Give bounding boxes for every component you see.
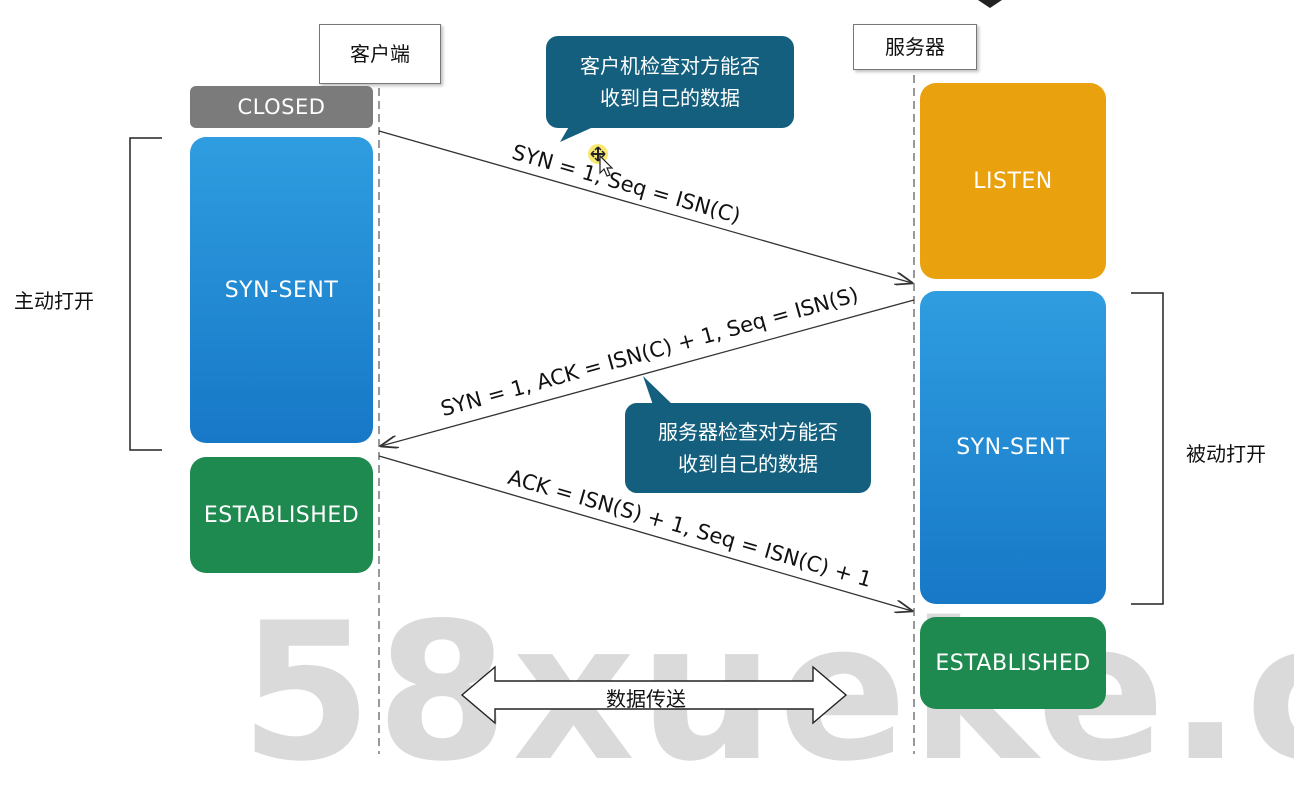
syn-arrow (378, 130, 912, 283)
active-open-bracket (129, 137, 162, 451)
server-listen-state: LISTEN (920, 83, 1106, 279)
server-syn-sent-state: SYN-SENT (920, 291, 1106, 604)
server-header: 服务器 (853, 24, 977, 70)
server-established-state: ESTABLISHED (920, 617, 1106, 709)
client-established-state: ESTABLISHED (190, 457, 373, 573)
ack-arrow (378, 455, 912, 611)
client-check-callout: 客户机检查对方能否 收到自己的数据 (546, 36, 794, 128)
client-check-line1: 客户机检查对方能否 (580, 54, 760, 78)
top-edge-shape (978, 0, 1002, 8)
server-check-line1: 服务器检查对方能否 (658, 420, 838, 444)
passive-open-label: 被动打开 (1186, 442, 1266, 466)
data-transfer-label: 数据传送 (606, 687, 686, 711)
syn-ack-arrow (381, 299, 915, 446)
client-check-line2: 收到自己的数据 (600, 86, 740, 110)
server-check-line2: 收到自己的数据 (678, 452, 818, 476)
client-syn-sent-state: SYN-SENT (190, 137, 373, 443)
client-closed-state: CLOSED (190, 86, 373, 128)
data-transfer-arrow (460, 665, 848, 725)
active-open-label: 主动打开 (14, 289, 94, 313)
passive-open-bracket (1131, 292, 1164, 605)
server-check-callout: 服务器检查对方能否 收到自己的数据 (625, 403, 871, 493)
cursor-icon (588, 144, 614, 177)
client-header: 客户端 (319, 24, 441, 84)
callout-tail-bottom (643, 376, 676, 408)
